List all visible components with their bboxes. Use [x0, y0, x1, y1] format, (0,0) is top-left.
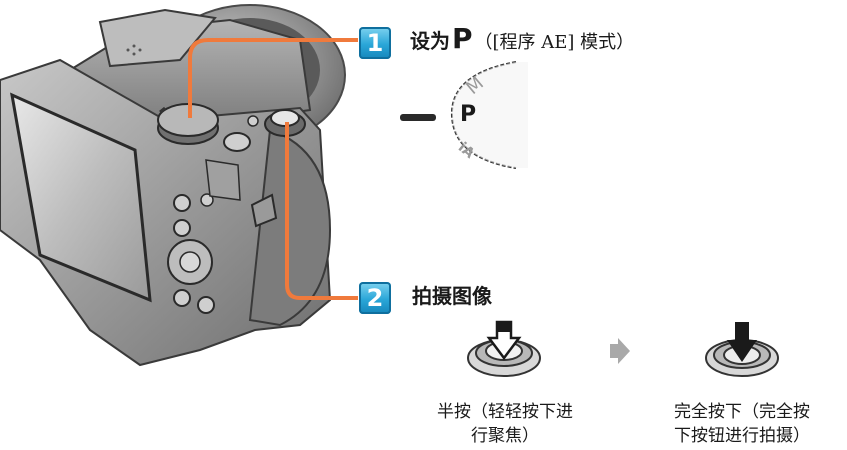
full-press-caption-line-2: 下按钮进行拍摄） [674, 426, 810, 446]
step-1-badge: 1 [359, 27, 391, 59]
shutter-half-press-icon [467, 320, 541, 377]
step-1-title: 设为P（[程序 AE] 模式） [410, 22, 634, 55]
step-1-note: （[程序 AE] 模式） [474, 32, 635, 53]
step-2-badge: 2 [359, 282, 391, 314]
step-2-title: 拍摄图像 [412, 284, 492, 308]
full-press-caption-line-1: 完全按下（完全按 [674, 402, 810, 422]
next-arrow-icon [610, 338, 630, 364]
full-press-caption: 完全按下（完全按 下按钮进行拍摄） [637, 400, 847, 448]
step-1-mode-letter: P [452, 22, 473, 55]
shutter-full-press-icon [705, 322, 779, 377]
half-press-caption: 半按（轻轻按下进 行聚焦） [400, 400, 610, 448]
mode-dial: M iA P [398, 58, 528, 170]
step-1-prefix: 设为 [410, 29, 450, 53]
dial-selected-mode: P [460, 102, 477, 127]
half-press-caption-line-2: 行聚焦） [471, 426, 539, 446]
half-press-caption-line-1: 半按（轻轻按下进 [437, 402, 573, 422]
